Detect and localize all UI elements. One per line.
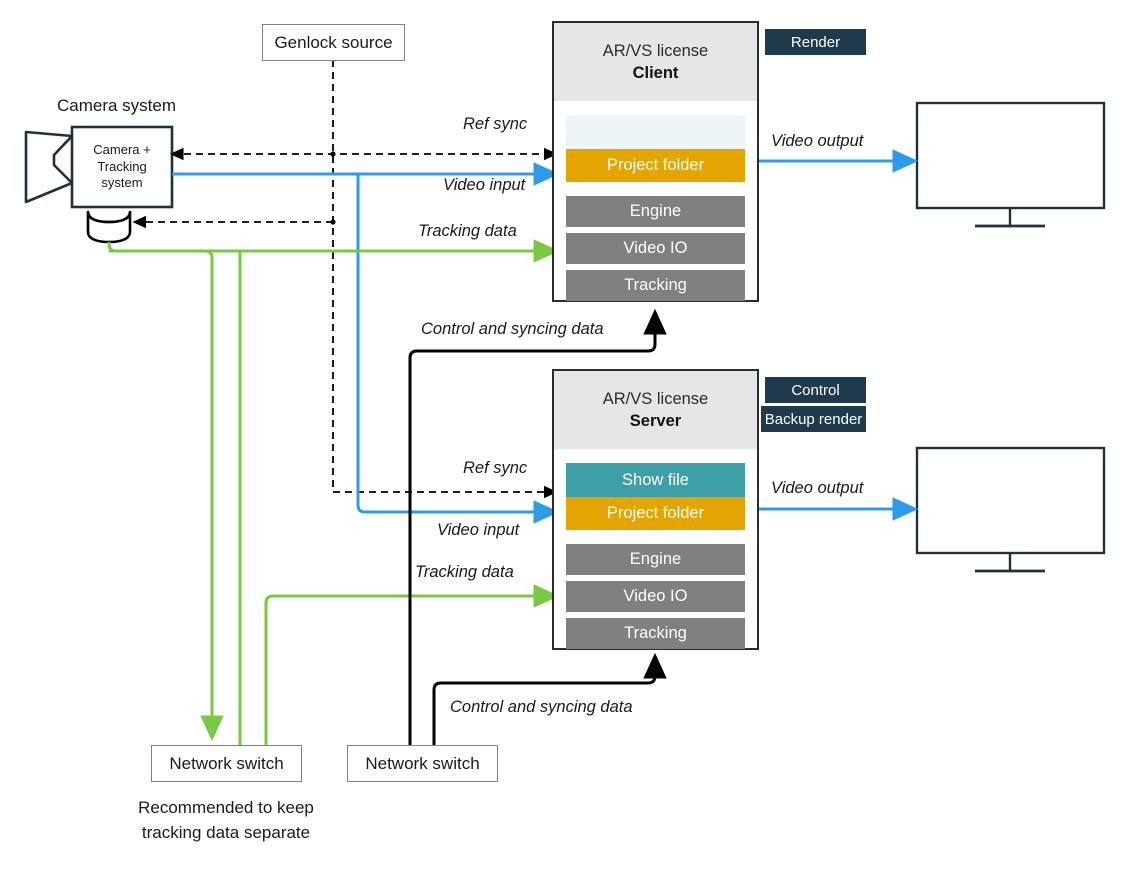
genlock-junction-dot-lens: [330, 219, 336, 225]
tracking-to-switch-line: [109, 249, 224, 742]
edge-label-tracking-data-server: Tracking data: [415, 563, 514, 581]
camera-body-rect: [70, 125, 174, 209]
server-header-line2: Server: [629, 412, 682, 430]
server-slot-tracking-label: Tracking: [624, 624, 687, 642]
server-badge-control-label: Control: [791, 381, 840, 399]
client-slot-empty[interactable]: [566, 115, 745, 149]
genlock-source-label: Genlock source: [274, 32, 393, 52]
client-slot-project-folder-label: Project folder: [606, 156, 705, 174]
server-slot-video-io-label: Video IO: [623, 587, 688, 605]
camera-lens-cone: [24, 130, 74, 204]
server-slot-engine[interactable]: Engine: [566, 544, 745, 575]
client-machine-box[interactable]: AR/VS license Client Project folder Engi…: [552, 21, 759, 302]
genlock-junction-dot-client: [330, 151, 336, 157]
server-slot-tracking[interactable]: Tracking: [566, 618, 745, 649]
control-sync-server-line: [432, 652, 667, 745]
server-badge-control[interactable]: Control: [765, 377, 866, 403]
client-header: AR/VS license Client: [554, 23, 757, 101]
network-switch-control[interactable]: Network switch: [347, 745, 498, 782]
server-header-line1: AR/VS license: [602, 389, 709, 408]
client-slot-video-io[interactable]: Video IO: [566, 233, 745, 264]
server-header: AR/VS license Server: [554, 371, 757, 449]
recommendation-note-line-2: tracking data separate: [141, 822, 311, 842]
edge-label-control-sync-server: Control and syncing data: [450, 698, 633, 716]
server-slot-show-file[interactable]: Show file: [566, 463, 745, 497]
camera-body-label: Camera + Tracking system: [74, 142, 170, 192]
client-slot-tracking[interactable]: Tracking: [566, 270, 745, 301]
client-header-line2: Client: [632, 64, 679, 82]
network-switch-tracking[interactable]: Network switch: [151, 745, 302, 782]
server-machine-box[interactable]: AR/VS license Server Show file Project f…: [552, 369, 759, 650]
edge-label-tracking-data-client: Tracking data: [418, 222, 517, 240]
client-badge-render-label: Render: [790, 33, 841, 51]
camera-body-line-1: Camera +: [93, 142, 151, 157]
video-input-server-line: [356, 174, 560, 524]
client-slot-engine-label: Engine: [629, 202, 682, 220]
monitor-server: [915, 446, 1106, 573]
monitor-client: [915, 101, 1106, 228]
edge-label-control-sync-client: Control and syncing data: [421, 320, 604, 338]
server-slot-engine-label: Engine: [629, 550, 682, 568]
network-switch-tracking-label: Network switch: [169, 753, 284, 773]
server-slot-show-file-label: Show file: [622, 470, 689, 489]
edge-label-video-input-server: Video input: [437, 521, 520, 539]
camera-body-line-2: Tracking: [97, 158, 147, 174]
edge-label-ref-sync-server: Ref sync: [463, 459, 528, 477]
tracking-data-server-line: [264, 584, 560, 745]
client-slot-tracking-label: Tracking: [624, 276, 687, 294]
edge-label-video-output-client: Video output: [771, 132, 864, 150]
edge-label-ref-sync-client: Ref sync: [463, 115, 528, 133]
camera-body-line-3: system: [101, 175, 143, 191]
server-slot-project-folder-label: Project folder: [606, 504, 705, 522]
server-slot-project-folder[interactable]: Project folder: [566, 497, 745, 530]
genlock-source-box[interactable]: Genlock source: [262, 24, 405, 61]
camera-system-title: Camera system: [57, 96, 177, 115]
edge-label-video-input-client: Video input: [443, 176, 526, 194]
network-switch-control-label: Network switch: [365, 753, 480, 773]
client-slot-project-folder[interactable]: Project folder: [566, 149, 745, 182]
control-sync-client-line: [408, 308, 667, 745]
server-badge-backup-render-label: Backup render: [764, 410, 863, 428]
client-header-line1: AR/VS license: [602, 41, 709, 60]
server-slot-video-io[interactable]: Video IO: [566, 581, 745, 612]
edge-label-video-output-server: Video output: [771, 479, 864, 497]
recommendation-note-line-1: Recommended to keep: [138, 798, 314, 817]
server-badge-backup-render[interactable]: Backup render: [761, 406, 866, 432]
client-slot-video-io-label: Video IO: [623, 239, 688, 257]
recommendation-note: Recommended to keep tracking data separa…: [116, 796, 336, 845]
client-badge-render[interactable]: Render: [765, 29, 866, 55]
camera-lens-cylinder: [86, 210, 132, 244]
client-slot-engine[interactable]: Engine: [566, 196, 745, 227]
